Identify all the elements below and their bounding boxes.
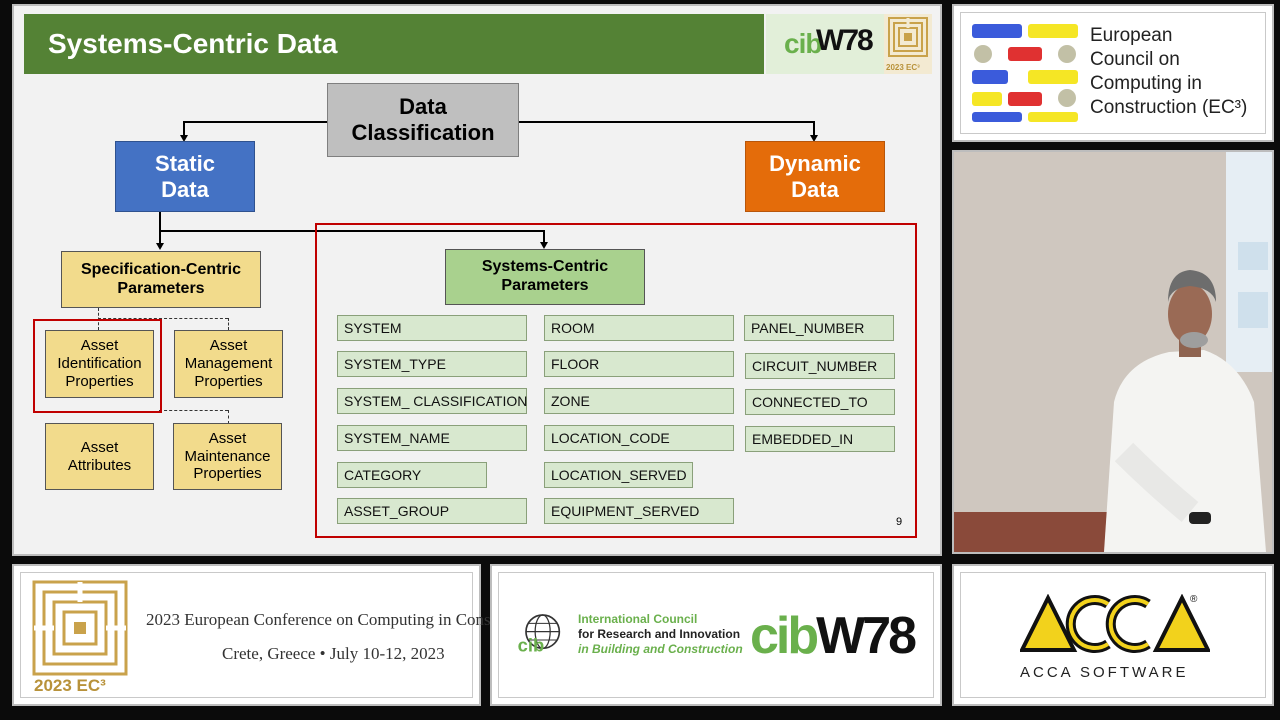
acca-panel: ® ACCA SOFTWARE (952, 564, 1274, 706)
highlight-systems-centric (315, 223, 917, 538)
conference-title: 2023 European Conference on Computing in… (146, 610, 544, 629)
param-item: FLOOR (544, 351, 734, 377)
param-item: LOCATION_SERVED (544, 462, 693, 488)
param-item: SYSTEM_NAME (337, 425, 527, 451)
acca-wordmark: ACCA SOFTWARE (1020, 664, 1189, 681)
maze-icon (888, 17, 928, 57)
specification-centric-box: Specification-Centric Parameters (61, 251, 261, 308)
w78-logo-text: W78 (816, 607, 917, 665)
conference-panel: 2023 EC³ 2023 European Conference on Com… (12, 564, 544, 706)
connector-line (159, 212, 161, 234)
connector-line (159, 230, 161, 244)
arrow-head (540, 242, 548, 249)
connector-line (543, 230, 545, 244)
ec3-blocks-icon (972, 24, 1078, 122)
cib-line: International Council (578, 612, 698, 626)
ec3-maze-logo: 2023 EC³ (884, 14, 932, 74)
globe-icon: cib (518, 614, 561, 656)
asset-management-box: Asset Management Properties (174, 330, 283, 398)
param-item: SYSTEM (337, 315, 527, 341)
panel-frame (20, 572, 473, 698)
connector-line (813, 121, 815, 137)
param-item: EQUIPMENT_SERVED (544, 498, 734, 524)
dynamic-data-box: Dynamic Data (745, 141, 885, 212)
connector-line (183, 121, 185, 137)
cib-logo-text: cib (750, 607, 819, 665)
highlight-asset-identification (33, 319, 162, 413)
asset-attributes-box: Asset Attributes (45, 423, 154, 490)
static-data-box: Static Data (115, 141, 255, 212)
param-item: CIRCUIT_NUMBER (745, 353, 895, 379)
param-item: CATEGORY (337, 462, 487, 488)
dashed-connector (228, 410, 229, 424)
acca-logo-icon (1020, 594, 1210, 653)
param-item: ROOM (544, 315, 734, 341)
asset-maintenance-box: Asset Maintenance Properties (173, 423, 282, 490)
cib-logo-text: cib (784, 28, 822, 59)
cib-line: in Building and Construction (578, 642, 743, 656)
param-item: PANEL_NUMBER (744, 315, 894, 341)
arrow-head (810, 135, 818, 142)
arrow-head (156, 243, 164, 250)
panel-frame (960, 12, 1266, 134)
data-classification-box: Data Classification (327, 83, 519, 157)
speaker-video (952, 150, 1274, 554)
conference-ec3-label: 2023 EC³ (34, 676, 106, 695)
panel-frame (960, 572, 1266, 698)
ec3-org-name: European Council on Computing in Constru… (1090, 24, 1247, 120)
cib-org-name: International Council for Research and I… (578, 612, 743, 657)
arrow-head (180, 135, 188, 142)
systems-centric-box: Systems-Centric Parameters (445, 249, 645, 305)
param-item: CONNECTED_TO (745, 389, 895, 415)
w78-logo-text: W78 (816, 24, 874, 57)
conference-location: Crete, Greece • July 10-12, 2023 (222, 644, 445, 663)
param-item: SYSTEM_TYPE (337, 351, 527, 377)
dashed-connector (98, 318, 228, 319)
cib-w78-logo: cib W78 (766, 14, 884, 74)
param-item: ASSET_GROUP (337, 498, 527, 524)
cib-panel: cib International Council for Research a… (490, 564, 942, 706)
connector-line (159, 230, 545, 232)
ec3-line: Council on (1090, 49, 1180, 70)
param-item: SYSTEM_ CLASSIFICATION (337, 388, 527, 414)
slide-title: Systems-Centric Data (48, 28, 338, 59)
asset-identification-box: Asset Identification Properties (45, 330, 154, 398)
slide-page-number: 9 (896, 516, 903, 528)
param-item: ZONE (544, 388, 734, 414)
speaker-video-frame (954, 152, 1272, 552)
ec3-year-label: 2023 EC³ (886, 63, 920, 72)
presentation-slide: Systems-Centric Data cib W78 2023 EC³ Da… (12, 4, 942, 556)
slide-title-bar: Systems-Centric Data (24, 14, 764, 74)
ec3-logo-panel: European Council on Computing in Constru… (952, 4, 1274, 142)
ec3-line: Construction (EC³) (1090, 97, 1248, 118)
dashed-connector (228, 318, 229, 330)
connector-line (519, 121, 815, 123)
svg-text:cib: cib (518, 635, 544, 656)
param-item: LOCATION_CODE (544, 425, 734, 451)
ec3-maze-icon (32, 580, 128, 676)
param-item: EMBEDDED_IN (745, 426, 895, 452)
ec3-line: Computing in (1090, 73, 1202, 94)
registered-mark: ® (1190, 594, 1198, 605)
panel-frame (498, 572, 934, 698)
cib-w78-big-logo: cibW78 (750, 606, 917, 666)
ec3-line: European (1090, 25, 1173, 46)
dashed-connector (159, 410, 228, 411)
connector-line (184, 121, 328, 123)
cib-line: for Research and Innovation (578, 627, 741, 641)
